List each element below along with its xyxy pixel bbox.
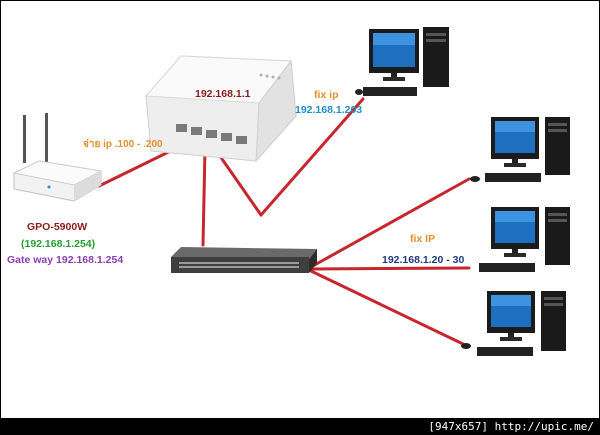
- cable-switch-pc-2: [309, 177, 471, 269]
- router-ip: 192.168.1.1: [195, 88, 251, 100]
- computer-icon-fixed: [355, 27, 449, 96]
- pc-fixed-label: fix ip: [314, 89, 339, 101]
- router-icon: [144, 55, 297, 163]
- ap-gateway: Gate way 192.168.1.254: [7, 254, 124, 266]
- cable-router-pc-fixed: [259, 97, 365, 217]
- ap-dhcp-range: จ่าย ip .100 - .200: [83, 139, 163, 150]
- image-host-footer: [947x657] http://upic.me/: [0, 418, 600, 435]
- computer-icon-2: [470, 117, 570, 182]
- cable-switch-pc-4: [309, 269, 465, 346]
- pc-group-ip-range: 192.168.1.20 - 30: [382, 254, 465, 266]
- pc-fixed-ip: 192.168.1.203: [295, 104, 363, 116]
- computer-icon-3: [479, 207, 570, 272]
- access-point-icon: [12, 113, 103, 202]
- ap-model: GPO-5900W: [27, 221, 88, 233]
- pc-group-label: fix IP: [410, 233, 436, 245]
- cable-switch-pc-3: [309, 266, 471, 271]
- switch-icon: [171, 247, 317, 273]
- computer-icon-4: [461, 291, 566, 356]
- ap-ip: (192.168.1.254): [21, 238, 96, 250]
